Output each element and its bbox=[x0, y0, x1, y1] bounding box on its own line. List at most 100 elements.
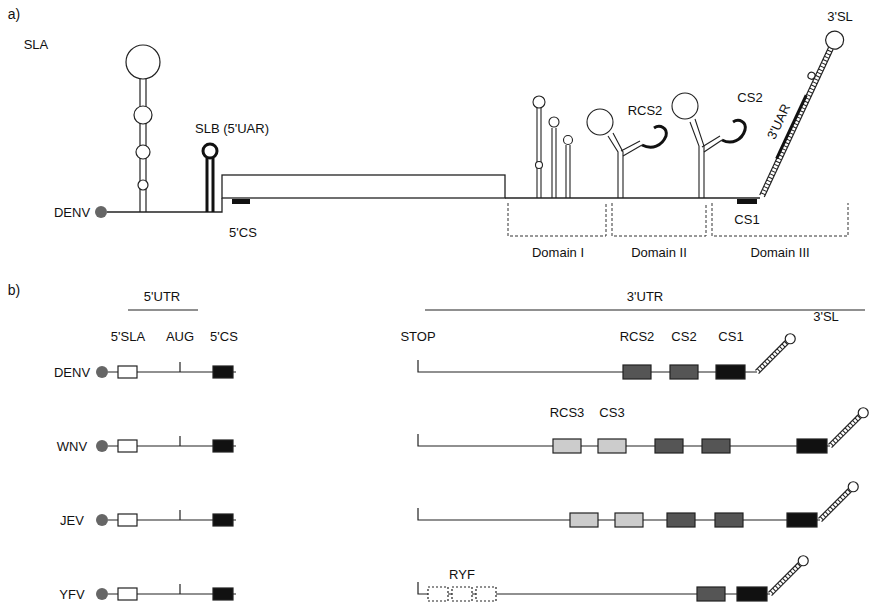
three-prime-utr-rows-part-part bbox=[787, 513, 817, 527]
region-label: WNV bbox=[57, 439, 87, 454]
three-prime-utr-rows-part-part bbox=[716, 365, 745, 379]
domain-two-stem-loop bbox=[587, 109, 666, 198]
five-prime-utr-rows-part-part bbox=[96, 440, 108, 452]
five-prime-utr-rows-part-part bbox=[213, 514, 233, 526]
three-prime-utr-rows-part-part bbox=[826, 406, 870, 450]
domain-bracket-part bbox=[612, 203, 706, 236]
five-prime-utr-rows-part-part bbox=[118, 440, 137, 452]
region-label: CS3 bbox=[599, 405, 624, 420]
five-prime-utr-rows-part-part bbox=[179, 362, 180, 372]
domain-one-stem-loops-part bbox=[569, 145, 570, 198]
slb-stem-loop-part bbox=[203, 144, 217, 158]
domain-two-stem-loop-part bbox=[621, 141, 640, 151]
region-label: RYF bbox=[449, 567, 475, 582]
domain-one-stem-loops-part bbox=[536, 162, 543, 169]
three-prime-utr-rows bbox=[418, 332, 870, 601]
cs-bar bbox=[232, 199, 250, 204]
slb-stem-loop-part bbox=[206, 158, 209, 212]
slb-stem-loop bbox=[203, 144, 217, 212]
region-label: SLB (5'UAR) bbox=[195, 121, 269, 136]
region-label: DENV bbox=[54, 205, 90, 220]
sla-stem-loop-part bbox=[136, 145, 150, 159]
cs-bar bbox=[737, 199, 757, 204]
five-prime-utr-rows-part-part bbox=[179, 510, 180, 520]
region-label: 3'SL bbox=[813, 309, 839, 324]
cs2-stem-loop-part bbox=[690, 122, 699, 198]
region-label: CS1 bbox=[734, 212, 759, 227]
three-prime-utr-rows-part bbox=[418, 480, 860, 527]
five-prime-utr-rows-part-part bbox=[213, 440, 233, 452]
three-prime-utr-rows-part-part bbox=[476, 587, 496, 601]
three-prime-utr-rows-part-part bbox=[737, 587, 767, 601]
five-prime-utr-rows-part-part bbox=[179, 436, 180, 446]
panel-a-genome bbox=[107, 175, 760, 212]
three-prime-utr-rows-part-part bbox=[702, 439, 730, 453]
region-label: RCS2 bbox=[628, 103, 663, 118]
five-prime-utr-rows-part bbox=[96, 510, 236, 526]
three-prime-utr-rows-part-part bbox=[553, 439, 581, 453]
three-prime-stem-loop-part bbox=[763, 48, 831, 194]
three-prime-stem-loop-part bbox=[823, 28, 847, 52]
domain-two-stem-loop-part bbox=[623, 145, 642, 156]
sla-stem-loop-part bbox=[138, 180, 148, 190]
region-label: a) bbox=[8, 7, 20, 22]
region-label: RCS2 bbox=[620, 329, 655, 344]
slb-stem-loop-part bbox=[212, 158, 215, 212]
five-prime-utr-rows bbox=[96, 362, 236, 600]
region-label: RCS3 bbox=[550, 405, 585, 420]
three-prime-utr-rows-part-part bbox=[816, 480, 860, 524]
region-label: YFV bbox=[59, 587, 84, 602]
three-prime-utr-rows-part-part bbox=[570, 513, 598, 527]
three-prime-utr-rows-part-part bbox=[623, 365, 651, 379]
five-prime-utr-rows-part bbox=[96, 436, 236, 452]
five-prime-utr-rows-part-part bbox=[118, 514, 137, 526]
domain-bracket-part bbox=[712, 203, 848, 236]
region-label: 5'CS bbox=[210, 329, 238, 344]
utr-underline-part bbox=[425, 309, 865, 310]
utr-underline bbox=[128, 309, 865, 310]
region-label: Domain II bbox=[631, 245, 687, 260]
three-prime-utr-rows-part-part bbox=[670, 365, 698, 379]
region-label: CS1 bbox=[718, 329, 743, 344]
three-prime-utr-rows-part-part bbox=[418, 360, 757, 372]
domain-bracket bbox=[508, 203, 848, 236]
domain-bracket-part bbox=[508, 203, 606, 236]
domain-one-stem-loops-part bbox=[551, 128, 552, 198]
region-label: 3'UTR bbox=[627, 289, 663, 304]
cs2-stem-loop-part bbox=[704, 140, 722, 152]
region-label: 5'UTR bbox=[144, 289, 180, 304]
domain-one-stem-loops-part bbox=[540, 108, 541, 198]
three-prime-utr-rows-part-part bbox=[715, 513, 743, 527]
domain-two-stem-loop-part bbox=[608, 136, 618, 198]
domain-one-stem-loops-part bbox=[564, 136, 573, 145]
cs2-stem-loop-part bbox=[722, 120, 745, 142]
cs2-stem-loop-part bbox=[702, 136, 720, 147]
three-prime-utr-rows-part-part bbox=[598, 439, 626, 453]
region-label: SLA bbox=[24, 37, 49, 52]
domain-two-stem-loop-part bbox=[642, 126, 666, 147]
three-prime-utr-rows-part-part bbox=[697, 587, 725, 601]
five-prime-utr-rows-part-part bbox=[118, 588, 137, 600]
five-prime-utr-rows-part-part bbox=[213, 588, 233, 600]
panel-a-genome-part bbox=[107, 211, 213, 212]
domain-one-stem-loops-part bbox=[565, 145, 566, 198]
three-prime-utr-rows-part-part bbox=[797, 439, 827, 453]
region-label: b) bbox=[8, 283, 20, 298]
three-prime-utr-rows-part bbox=[418, 554, 810, 601]
region-label: Domain I bbox=[532, 245, 584, 260]
region-label: 5'SLA bbox=[111, 329, 145, 344]
region-label: CS2 bbox=[671, 329, 696, 344]
sla-stem-loop bbox=[126, 45, 160, 212]
region-label: STOP bbox=[400, 329, 435, 344]
five-prime-utr-rows-part bbox=[96, 362, 236, 378]
five-prime-utr-rows-part-part bbox=[213, 366, 233, 378]
sla-stem-loop-part bbox=[134, 106, 152, 124]
five-prime-utr-rows-part-part bbox=[179, 584, 180, 594]
three-prime-utr-rows-part-part bbox=[753, 332, 797, 376]
three-prime-utr-rows-part-part bbox=[766, 554, 810, 598]
three-prime-stem-loop bbox=[753, 28, 846, 200]
region-label: JEV bbox=[60, 513, 84, 528]
cs2-stem-loop-part bbox=[695, 119, 704, 198]
panel-a-genome-part bbox=[505, 197, 760, 198]
